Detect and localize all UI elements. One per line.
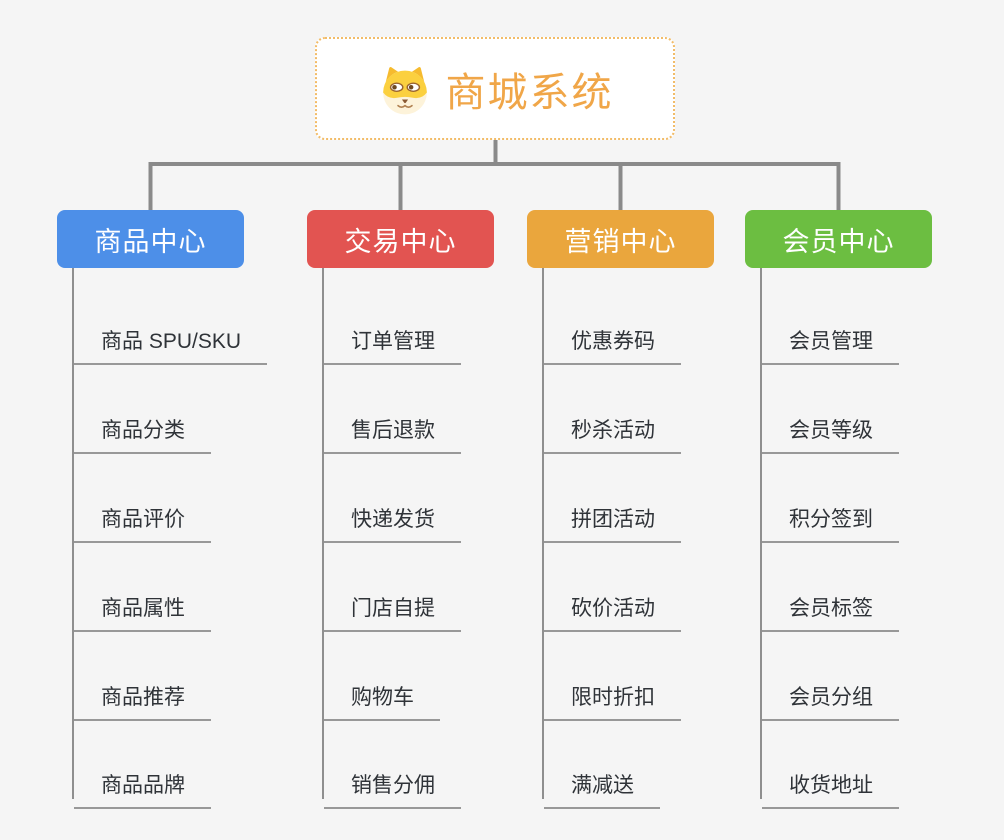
branch-item[interactable]: 拼团活动 [544, 485, 681, 543]
branch-item[interactable]: 销售分佣 [324, 751, 461, 809]
branch-trunk: 订单管理售后退款快递发货门店自提购物车销售分佣 [322, 268, 461, 809]
branch-item[interactable]: 收货地址 [762, 751, 899, 809]
branch-item[interactable]: 会员分组 [762, 663, 899, 721]
branch-head[interactable]: 交易中心 [307, 210, 494, 268]
dog-face-icon [382, 66, 427, 114]
branch-item[interactable]: 会员管理 [762, 307, 899, 365]
branch-item[interactable]: 快递发货 [324, 485, 461, 543]
branch-item[interactable]: 砍价活动 [544, 574, 681, 632]
branch-item[interactable]: 售后退款 [324, 396, 461, 454]
branch-item[interactable]: 限时折扣 [544, 663, 681, 721]
branch-head[interactable]: 会员中心 [745, 210, 932, 268]
branch-item[interactable]: 满减送 [544, 751, 660, 809]
branch-item[interactable]: 商品推荐 [74, 663, 211, 721]
branch-item[interactable]: 会员等级 [762, 396, 899, 454]
branch-item[interactable]: 积分签到 [762, 485, 899, 543]
branch-item[interactable]: 订单管理 [324, 307, 461, 365]
branch-item[interactable]: 商品分类 [74, 396, 211, 454]
branch-trunk: 商品 SPU/SKU 商品分类商品评价商品属性商品推荐商品品牌 [72, 268, 268, 809]
branch-trunk: 优惠券码秒杀活动拼团活动砍价活动限时折扣满减送 [542, 268, 681, 809]
branch-item[interactable]: 商品 SPU/SKU [74, 307, 268, 365]
branch-item[interactable]: 秒杀活动 [544, 396, 681, 454]
branch-item[interactable]: 商品属性 [74, 574, 211, 632]
root-node[interactable]: 商城系统 [315, 37, 675, 140]
branch-item[interactable]: 会员标签 [762, 574, 899, 632]
branch-item[interactable]: 优惠券码 [544, 307, 681, 365]
branch-item[interactable]: 购物车 [324, 663, 440, 721]
branch-trunk: 会员管理会员等级积分签到会员标签会员分组收货地址 [760, 268, 899, 809]
branch-item[interactable]: 门店自提 [324, 574, 461, 632]
branch-head[interactable]: 营销中心 [527, 210, 714, 268]
branch-item[interactable]: 商品品牌 [74, 751, 211, 809]
branch-head[interactable]: 商品中心 [57, 210, 244, 268]
root-title: 商城系统 [445, 70, 614, 115]
branch-item[interactable]: 商品评价 [74, 485, 211, 543]
